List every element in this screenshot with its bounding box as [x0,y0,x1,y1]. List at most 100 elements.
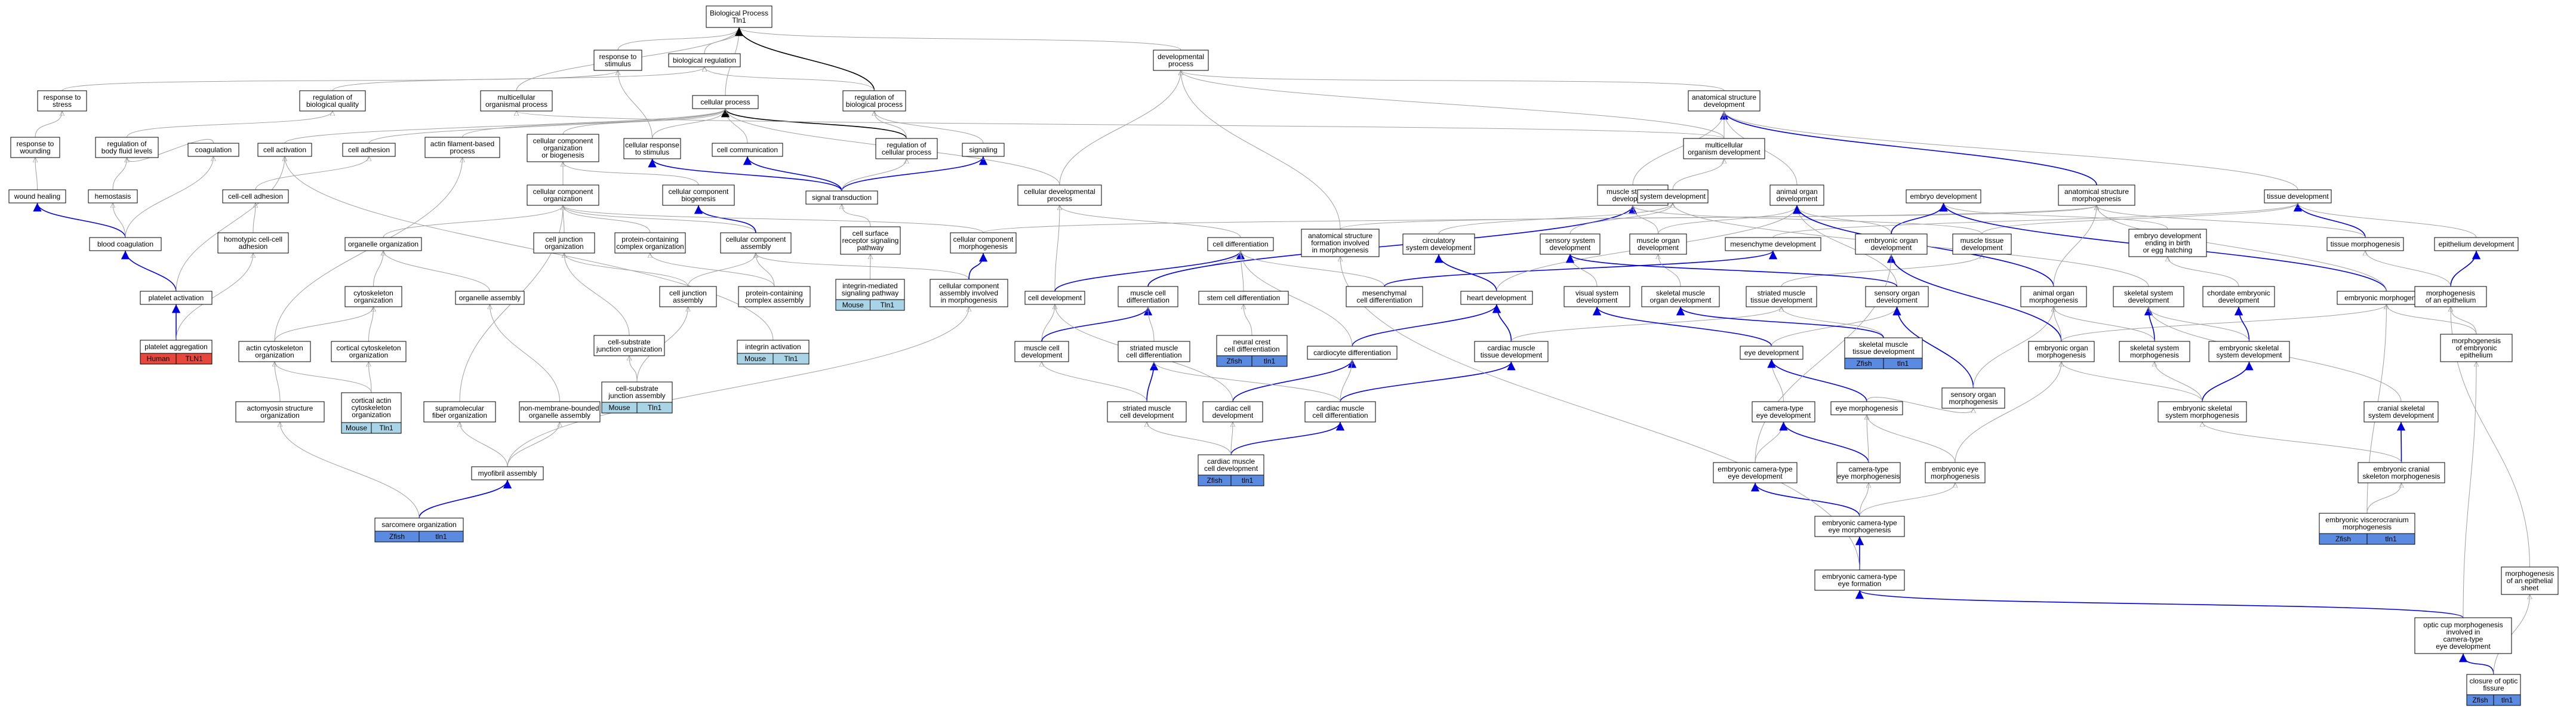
go-term-node[interactable]: signaling [962,143,1005,157]
go-term-node[interactable]: organelle organization [344,237,422,251]
go-term-node[interactable]: embryonic morphogenesis [2337,291,2436,305]
go-term-node[interactable]: embryonic viscerocraniummorphogenesisZfi… [2319,513,2415,545]
go-term-node[interactable]: signal transduction [805,190,878,205]
go-term-node[interactable]: hemostasis [88,189,138,204]
go-term-node[interactable]: blood coagulation [89,237,162,251]
go-term-node[interactable]: wound healing [8,189,66,204]
go-term-node[interactable]: cell communication [712,143,783,157]
go-term-node[interactable]: mesenchyme development [1725,237,1821,251]
go-term-node[interactable]: stem cell differentiation [1198,291,1289,305]
go-term-node[interactable]: organelle assembly [455,291,525,305]
go-term-node[interactable]: cell development [1024,291,1085,305]
go-term-node[interactable]: cell adhesion [342,143,396,157]
go-term-node[interactable]: coagulation [187,143,239,157]
go-term-node[interactable]: eye development [1740,346,1803,360]
go-term-node[interactable]: cardiocyte differentiation [1307,346,1398,360]
go-term-node[interactable]: cell differentiation [1207,237,1274,251]
go-term-node[interactable]: heart development [1460,291,1533,305]
go-term-node[interactable]: tissue development [2264,189,2332,204]
go-term-node[interactable]: myofibril assembly [471,466,544,480]
go-term-node[interactable]: embryo development [1906,189,1981,204]
go-term-node[interactable]: eye morphogenesis [1830,401,1903,415]
go-term-node[interactable]: biological regulation [668,53,741,67]
go-term-node[interactable]: system development [1637,189,1709,204]
go-term-node[interactable]: tissue morphogenesis [2326,237,2404,251]
go-term-node[interactable]: platelet activation [140,291,213,305]
go-term-node[interactable]: cell activation [257,143,312,157]
go-term-node[interactable]: cortical actincytoskeletonorganizationMo… [341,392,402,434]
